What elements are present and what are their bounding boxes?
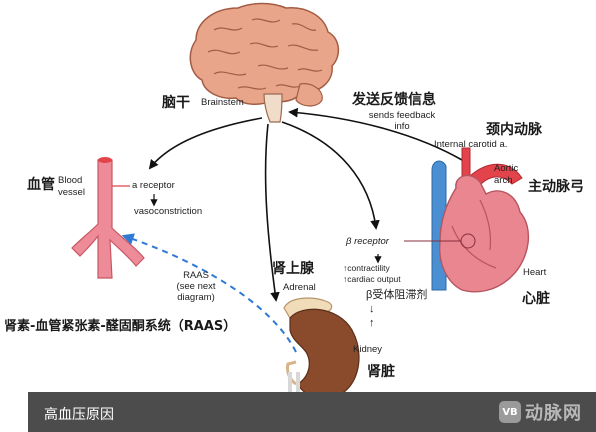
beta-blocker-cn-label: β受体阻滞剂	[366, 289, 428, 301]
vessel-cn-label: 血管	[27, 177, 55, 193]
adrenal-cn-label: 肾上腺	[272, 261, 314, 277]
carotid-en-label: Internal carotid a.	[434, 139, 508, 150]
carotid-cn-label: 颈内动脉	[486, 122, 542, 138]
raas-en-label-2: (see next	[176, 281, 216, 292]
vessel-en-label-1: Blood	[58, 175, 83, 186]
brain-illustration	[189, 2, 340, 123]
heart-illustration	[404, 147, 530, 293]
vessel-en-label-2: vessel	[58, 187, 85, 198]
heart-en-label: Heart	[523, 267, 547, 278]
feedback-en-label-1: sends feedback	[368, 110, 436, 121]
raas-en-label-1: RAAS	[183, 270, 209, 281]
arrow-to-heart	[281, 121, 380, 230]
logo-text: 动脉网	[525, 403, 582, 424]
logo-badge-icon: VB	[499, 401, 521, 423]
vasoconstriction-label: vasoconstriction	[134, 206, 203, 217]
footer-title: 高血压原因	[44, 407, 114, 423]
kidney-cn-label: 肾脏	[367, 364, 395, 380]
contractility-label: ↑contractility	[343, 263, 390, 273]
brainstem-cn-label: 脑干	[162, 95, 190, 111]
arrow-feedback	[288, 107, 463, 161]
brainstem-en-label: Brainstem	[201, 97, 244, 108]
beta-blocker-down-arrow: ↓	[369, 303, 375, 315]
footer-bar: 高血压原因 VB 动脉网	[28, 392, 596, 432]
feedback-cn-label: 发送反馈信息	[352, 92, 436, 108]
aortic-en-label-1: Aortic	[494, 163, 519, 174]
raas-dashed-arrow	[121, 233, 297, 353]
aortic-en-label-2: arch	[494, 175, 513, 186]
alpha-receptor-label: a receptor	[132, 180, 175, 191]
kidney-en-label: Kidney	[353, 344, 383, 355]
aortic-cn-label: 主动脉弓	[528, 179, 584, 195]
arrow-to-vessel	[148, 117, 263, 170]
adrenal-en-label: Adrenal	[283, 282, 316, 293]
logo: VB 动脉网	[499, 398, 582, 426]
heart-cn-label: 心脏	[522, 291, 550, 307]
blood-vessel-illustration	[71, 157, 145, 279]
raas-cn-label: 肾素-血管紧张素-醛固酮系统（RAAS）	[4, 319, 237, 334]
raas-en-label-3: diagram)	[177, 292, 215, 303]
cardiac-output-label: ↑cardiac output	[343, 274, 401, 284]
arrow-to-adrenal	[264, 123, 280, 302]
beta-blocker-up-arrow: ↑	[369, 317, 375, 329]
beta-receptor-label: β receptor	[346, 236, 389, 247]
feedback-en-label-2: info	[394, 121, 410, 132]
